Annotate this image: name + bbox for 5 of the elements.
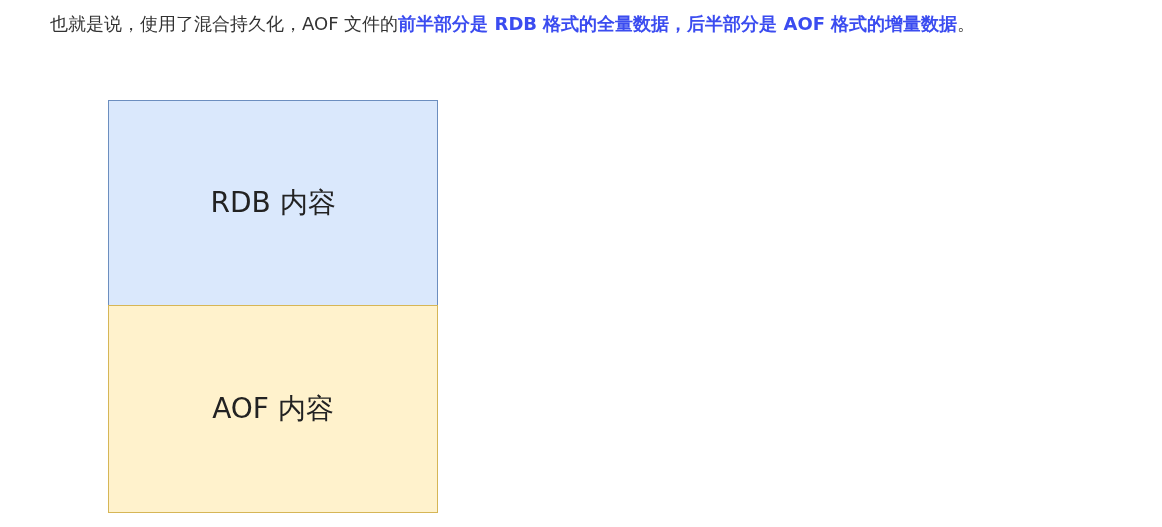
section-box: [108, 305, 438, 513]
section-box: [108, 100, 438, 306]
section-label: RDB 内容: [210, 185, 336, 221]
paragraph: 也就是说，使用了混合持久化，AOF 文件的前半部分是 RDB 格式的全量数据，后半部分是 AOF 格式的增量数据。: [50, 12, 977, 36]
section-label: AOF 内容: [212, 391, 334, 427]
